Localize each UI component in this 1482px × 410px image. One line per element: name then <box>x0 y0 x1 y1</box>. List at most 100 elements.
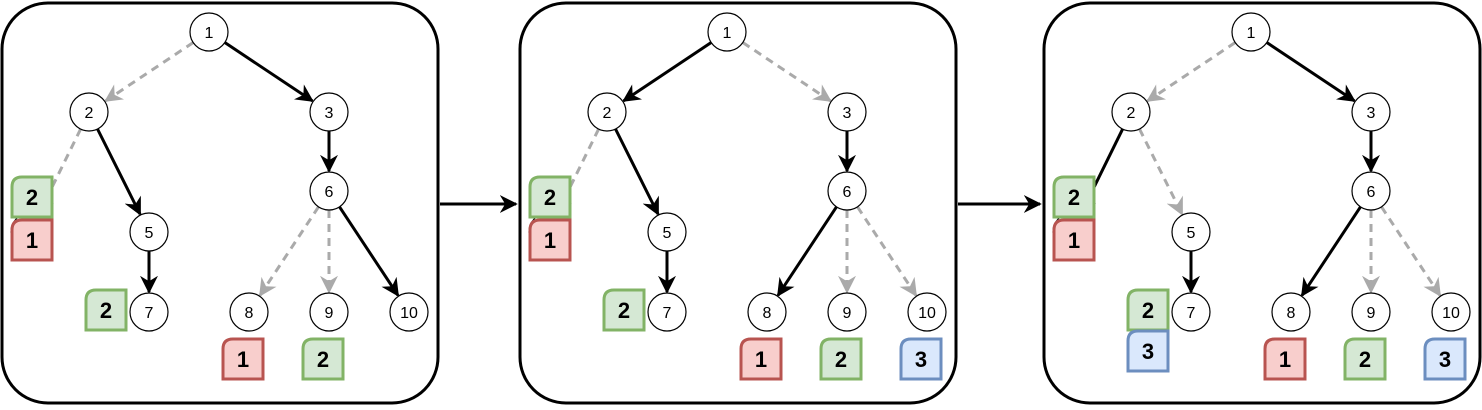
tree-node-7: 7 <box>129 292 169 332</box>
tree-node-3: 3 <box>309 92 349 132</box>
badge-shape <box>1052 175 1096 219</box>
edge-1-to-3-active <box>223 41 314 103</box>
node-circle <box>827 92 867 132</box>
count-badge-1: 1 <box>528 218 572 262</box>
tree-node-2: 2 <box>1111 92 1151 132</box>
node-circle <box>389 292 429 332</box>
node-circle <box>309 171 349 211</box>
node-circle <box>587 92 627 132</box>
panel-frame <box>518 1 958 405</box>
badge-label: 3 <box>915 347 927 372</box>
badge-shape <box>528 175 572 219</box>
edge-1-to-2-inactive <box>1146 41 1237 103</box>
edge-2-to-5-active <box>96 128 142 216</box>
node-label: 8 <box>245 305 254 322</box>
node-circle <box>129 212 169 252</box>
panel-frame <box>1042 1 1482 405</box>
badge-shape <box>1423 337 1467 381</box>
tree-node-5: 5 <box>1171 212 1211 252</box>
count-badge-2: 2 <box>602 288 646 332</box>
node-label: 6 <box>1367 184 1376 201</box>
node-label: 9 <box>325 305 334 322</box>
badge-label: 2 <box>317 347 329 372</box>
badge-label: 1 <box>237 347 249 372</box>
tree-node-7: 7 <box>1171 292 1211 332</box>
edge-2-to-4-inactive <box>555 128 600 216</box>
count-badge-2: 2 <box>1343 337 1387 381</box>
node-label: 1 <box>1247 25 1256 42</box>
edge-6-to-8-active <box>1300 206 1362 297</box>
edge-6-to-10-active <box>338 206 400 297</box>
badge-label: 2 <box>1068 185 1080 210</box>
tree-node-1: 1 <box>1231 12 1271 52</box>
node-circle <box>1111 92 1151 132</box>
count-badge-2: 2 <box>528 175 572 219</box>
badge-shape <box>221 337 265 381</box>
node-circle <box>1231 12 1271 52</box>
tree-node-5: 5 <box>647 212 687 252</box>
node-label: 7 <box>145 305 154 322</box>
badge-shape <box>1343 337 1387 381</box>
tree-node-8: 8 <box>1271 292 1311 332</box>
badge-label: 3 <box>1439 347 1451 372</box>
tree-panel-1: 1234567891021212 <box>0 1 440 405</box>
count-badge-1: 1 <box>10 218 54 262</box>
badge-shape <box>1263 337 1307 381</box>
panel-frame <box>0 1 440 405</box>
node-circle <box>707 12 747 52</box>
tree-node-6: 6 <box>1351 171 1391 211</box>
node-circle <box>69 92 109 132</box>
tree-node-2: 2 <box>69 92 109 132</box>
tree-node-9: 9 <box>827 292 867 332</box>
edge-6-to-8-active <box>776 206 838 297</box>
badge-label: 1 <box>26 228 38 253</box>
badge-label: 2 <box>1142 298 1154 323</box>
node-label: 5 <box>145 225 154 242</box>
node-circle <box>189 12 229 52</box>
node-label: 2 <box>85 105 94 122</box>
count-badge-3: 3 <box>1126 329 1170 373</box>
badge-shape <box>301 337 345 381</box>
node-label: 2 <box>1127 105 1136 122</box>
node-circle <box>1271 292 1311 332</box>
tree-node-1: 1 <box>707 12 747 52</box>
badge-shape <box>10 175 54 219</box>
edge-1-to-2-inactive <box>104 41 195 103</box>
badge-label: 1 <box>755 347 767 372</box>
tree-node-8: 8 <box>747 292 787 332</box>
badge-shape <box>84 288 128 332</box>
badge-shape <box>1126 329 1170 373</box>
badge-shape <box>739 337 783 381</box>
node-label: 8 <box>763 305 772 322</box>
node-label: 6 <box>325 184 334 201</box>
count-badge-3: 3 <box>899 337 943 381</box>
node-circle <box>309 292 349 332</box>
tree-node-6: 6 <box>827 171 867 211</box>
badge-shape <box>1052 218 1096 262</box>
count-badge-1: 1 <box>739 337 783 381</box>
badge-label: 1 <box>544 228 556 253</box>
badge-shape <box>528 218 572 262</box>
node-label: 10 <box>1442 305 1460 322</box>
tree-node-10: 10 <box>907 292 947 332</box>
node-label: 9 <box>1367 305 1376 322</box>
count-badge-3: 3 <box>1423 337 1467 381</box>
node-label: 7 <box>1187 305 1196 322</box>
node-circle <box>827 171 867 211</box>
tree-node-3: 3 <box>1351 92 1391 132</box>
node-label: 5 <box>1187 225 1196 242</box>
tree-node-2: 2 <box>587 92 627 132</box>
node-circle <box>229 292 269 332</box>
count-badge-1: 1 <box>221 337 265 381</box>
node-label: 1 <box>723 25 732 42</box>
badge-shape <box>819 337 863 381</box>
tree-node-3: 3 <box>827 92 867 132</box>
edge-2-to-5-active <box>614 128 660 216</box>
node-circle <box>129 292 169 332</box>
node-circle <box>647 212 687 252</box>
badge-label: 2 <box>100 298 112 323</box>
count-badge-2: 2 <box>1052 175 1096 219</box>
tree-node-8: 8 <box>229 292 269 332</box>
node-circle <box>1171 292 1211 332</box>
